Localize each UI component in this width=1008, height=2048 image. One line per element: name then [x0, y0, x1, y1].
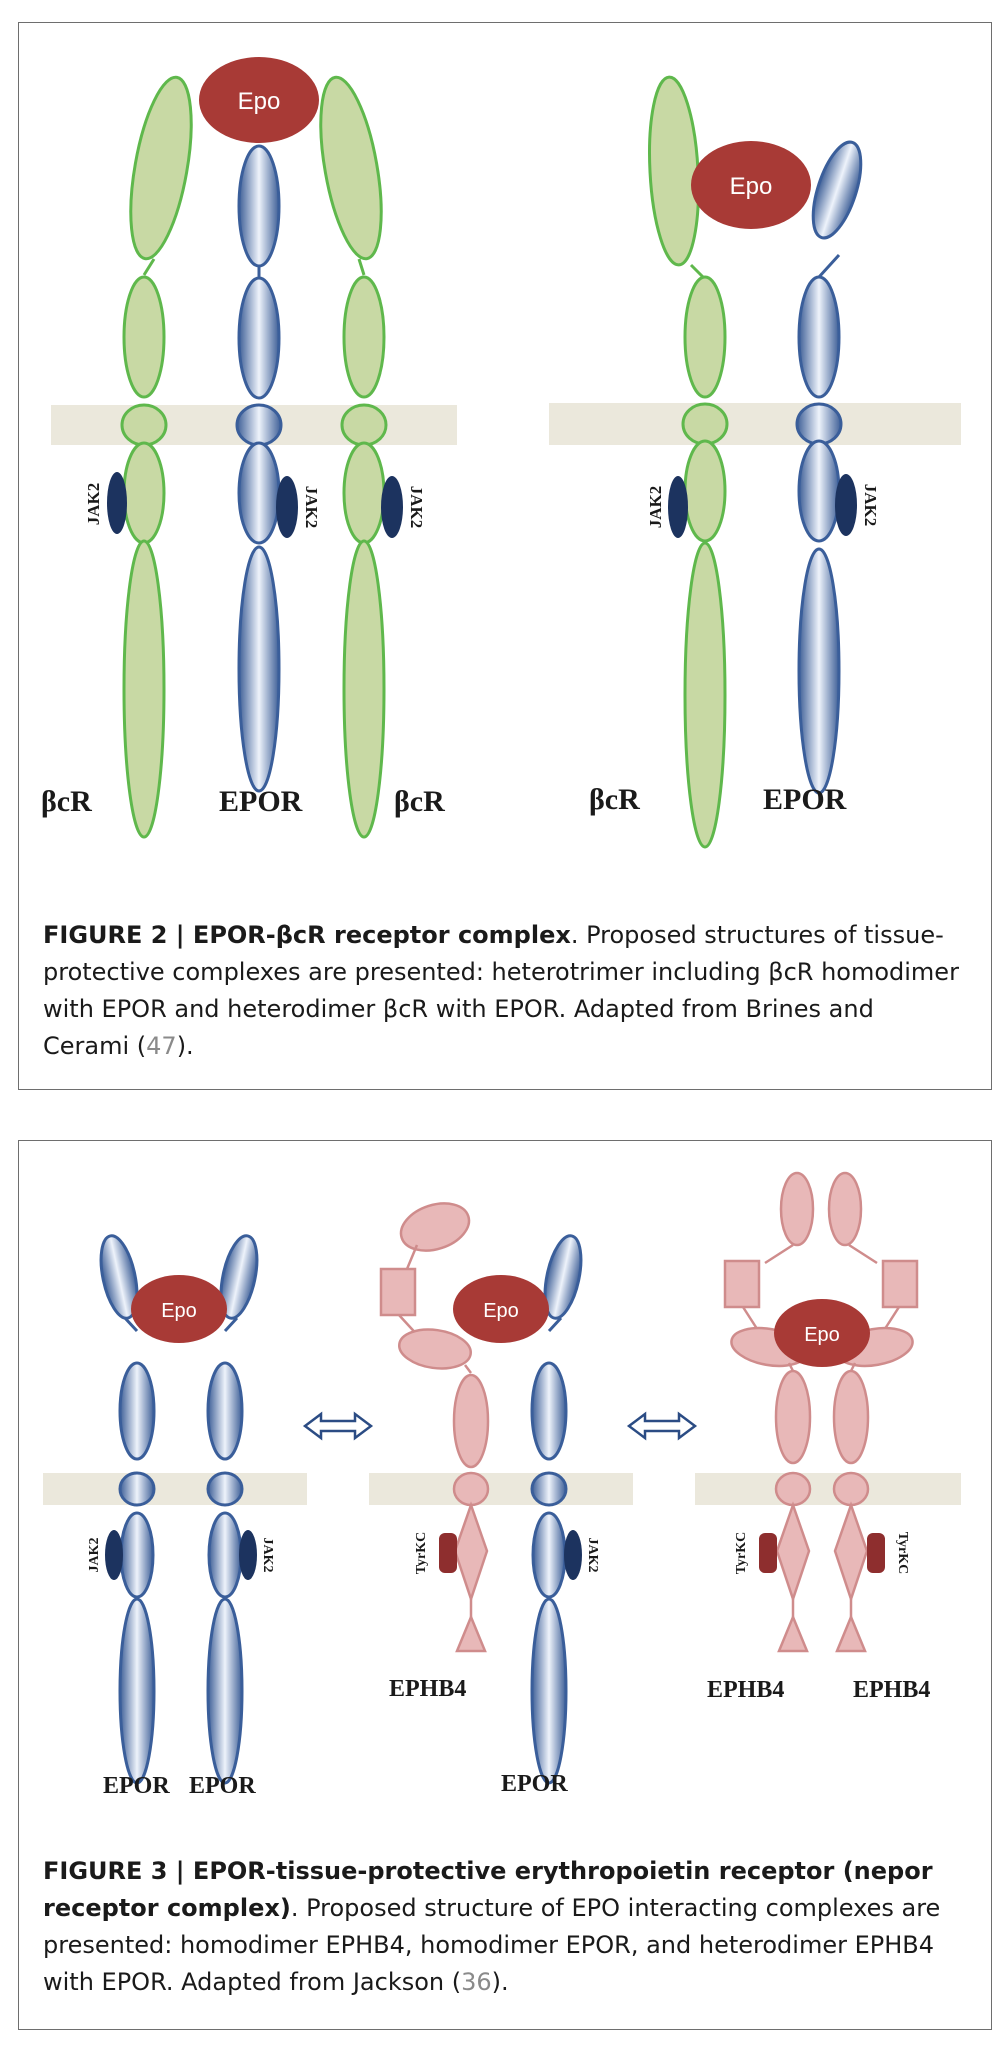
equilibrium-arrow — [626, 1411, 698, 1441]
bcr-label: βcR — [41, 785, 92, 818]
cell-membrane — [695, 1473, 961, 1505]
figure-2-caption: FIGURE 2 | EPOR-βcR receptor complex. Pr… — [43, 917, 963, 1065]
epor-receptor-chain — [530, 1234, 583, 1785]
jak2-label: JAK2 — [585, 1538, 600, 1573]
epor-receptor-chain — [795, 140, 863, 795]
jak2-label: JAK2 — [861, 484, 880, 527]
equilibrium-arrow — [302, 1411, 374, 1441]
tyrkc-domain — [867, 1533, 885, 1573]
ephb4-label: EPHB4 — [707, 1677, 784, 1703]
epo-ligand — [691, 141, 811, 229]
figure-3-caption-body: . Proposed structure of EPO interacting … — [43, 1894, 941, 1996]
figure-3-diagram: Epo JAK2 JAK2 EPOR EPOR — [43, 1171, 961, 1799]
jak2-label: JAK2 — [646, 486, 665, 529]
epor-receptor-chain — [99, 1234, 156, 1785]
jak2-kinase — [564, 1530, 582, 1580]
figure-3-panel: Epo JAK2 JAK2 EPOR EPOR — [18, 1140, 992, 2030]
tyrkc-label: TyrKC — [414, 1532, 429, 1575]
figure-2-caption-body: . Proposed structures of tissue-protecti… — [43, 921, 959, 1060]
figure-2-panel: Epo JAK2 JAK2 JAK2 βcR EPOR βcR — [18, 22, 992, 1090]
epor-label: EPOR — [189, 1773, 256, 1799]
jak2-kinase — [239, 1530, 257, 1580]
ephb4-receptor-chain — [379, 1202, 490, 1653]
bcr-receptor-chain — [319, 75, 388, 839]
bcr-label: βcR — [589, 783, 640, 816]
epor-label: EPOR — [501, 1771, 568, 1797]
tyrkc-domain — [759, 1533, 777, 1573]
figure-2-diagram: Epo JAK2 JAK2 JAK2 βcR EPOR βcR — [41, 57, 961, 849]
jak2-label: JAK2 — [87, 1538, 102, 1573]
tyrkc-label: TyrKC — [734, 1532, 749, 1575]
figure-3-caption-title: FIGURE 3 | EPOR-tissue-protective erythr… — [43, 1857, 933, 1922]
tyrkc-domain — [439, 1533, 457, 1573]
epo-label: Epo — [483, 1300, 519, 1322]
epor-label: EPOR — [219, 785, 303, 818]
jak2-kinase — [381, 476, 403, 538]
epor-receptor-chain — [235, 144, 283, 793]
epo-ligand — [774, 1299, 870, 1367]
ephb4-receptor-chain — [827, 1171, 919, 1653]
epo-ligand — [199, 57, 319, 143]
bcr-receptor-chain — [648, 75, 729, 849]
jak2-label: JAK2 — [407, 486, 426, 529]
epor-receptor-chain — [206, 1234, 259, 1785]
epo-label: Epo — [804, 1324, 840, 1346]
epo-ligand — [453, 1275, 549, 1343]
tyrkc-label: TyrKC — [895, 1532, 910, 1575]
ephb4-receptor-chain — [723, 1171, 815, 1653]
jak2-label: JAK2 — [84, 483, 103, 526]
figure-2-caption-title: FIGURE 2 | EPOR-βcR receptor complex — [43, 921, 571, 949]
cell-membrane — [43, 1473, 307, 1505]
cell-membrane — [369, 1473, 633, 1505]
epo-label: Epo — [161, 1300, 197, 1322]
jak2-kinase — [276, 476, 298, 538]
reference-link[interactable]: 36 — [461, 1968, 492, 1996]
ephb4-label: EPHB4 — [853, 1677, 930, 1703]
jak2-kinase — [107, 472, 127, 534]
jak2-label: JAK2 — [302, 486, 321, 529]
ephb4-label: EPHB4 — [389, 1676, 466, 1702]
bcr-receptor-chain — [120, 75, 193, 839]
jak2-kinase — [105, 1530, 123, 1580]
epor-label: EPOR — [763, 783, 847, 816]
epo-label: Epo — [730, 173, 773, 200]
epor-label: EPOR — [103, 1773, 170, 1799]
epo-label: Epo — [238, 88, 281, 115]
cell-membrane — [549, 403, 961, 445]
reference-link[interactable]: 47 — [146, 1032, 177, 1060]
bcr-label: βcR — [394, 785, 445, 818]
jak2-label: JAK2 — [260, 1538, 275, 1573]
caption-end: ). — [491, 1968, 509, 1996]
jak2-kinase — [835, 474, 857, 536]
caption-end: ). — [176, 1032, 194, 1060]
epo-ligand — [131, 1275, 227, 1343]
jak2-kinase — [668, 476, 688, 538]
figure-3-caption: FIGURE 3 | EPOR-tissue-protective erythr… — [43, 1853, 963, 2001]
